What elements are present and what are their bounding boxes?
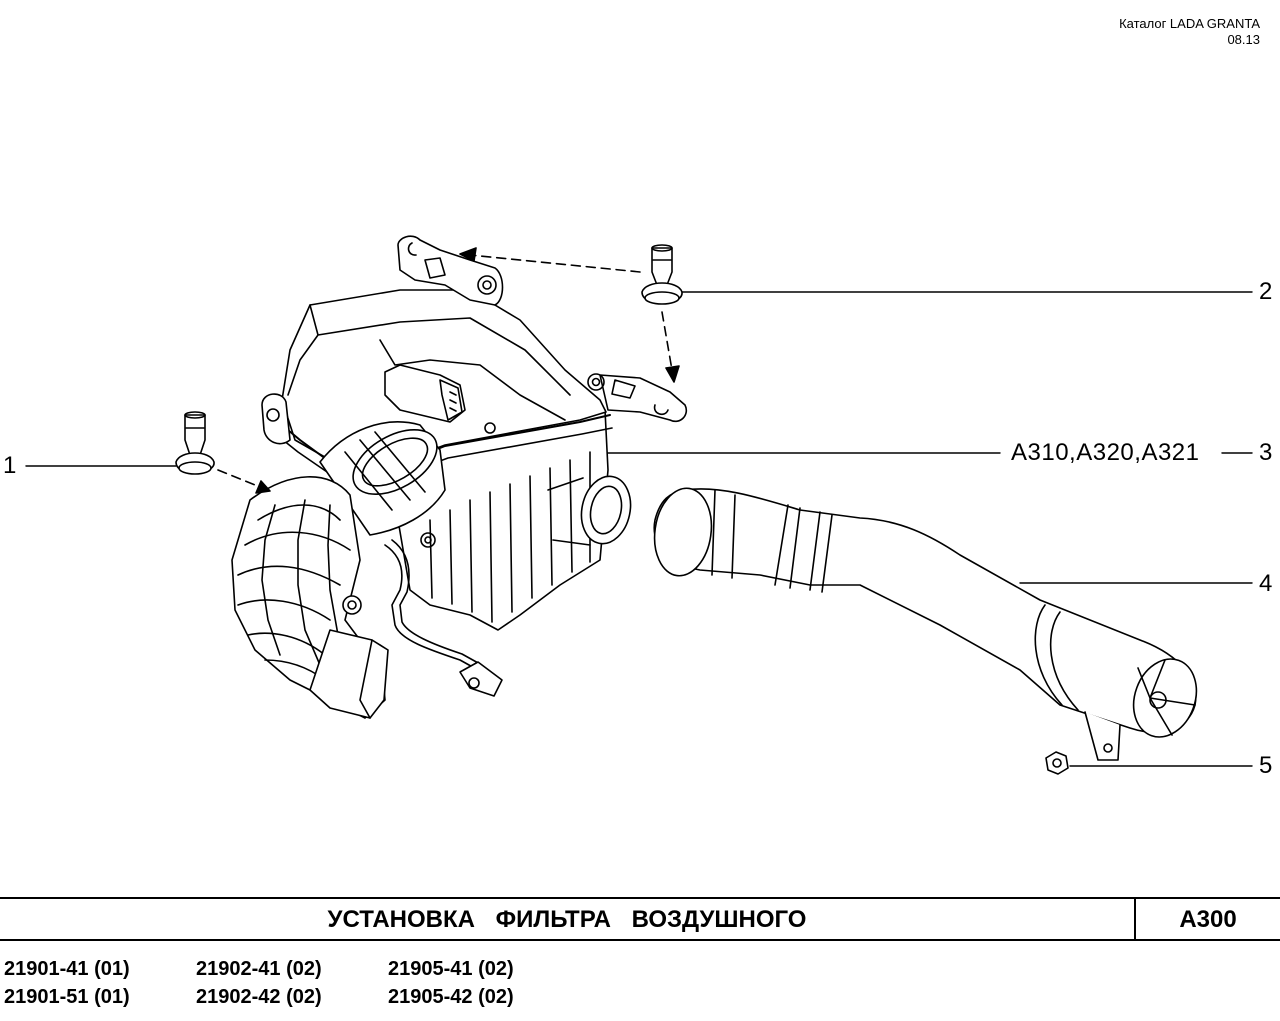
assembly-arrows: [217, 247, 680, 494]
parts-diagram: [25, 235, 1253, 775]
nut: [1045, 751, 1069, 775]
callout-3-ref: A310,A320,A321: [1011, 439, 1200, 466]
model-code: 21905-42 (02): [388, 986, 514, 1008]
catalog-date: 08.13: [1227, 32, 1260, 47]
callout-5: 5: [1259, 752, 1273, 779]
mount-pin-top: [641, 244, 683, 305]
callout-1: 1: [3, 452, 17, 479]
title-bar: УСТАНОВКА ФИЛЬТРА ВОЗДУШНОГО A300: [0, 897, 1280, 941]
model-code: 21902-41 (02): [196, 958, 322, 980]
callout-3: 3: [1259, 439, 1273, 466]
model-code: 21901-41 (01): [4, 958, 130, 980]
model-code: 21901-51 (01): [4, 986, 130, 1008]
air-intake-duct: [653, 487, 1198, 761]
catalog-name: Каталог LADA GRANTA: [1119, 16, 1260, 31]
intake-hose: [231, 421, 503, 719]
section-code: A300: [1179, 906, 1237, 933]
leader-lines: [25, 291, 1253, 767]
title-divider: [1134, 899, 1136, 939]
model-code: 21902-42 (02): [196, 986, 322, 1008]
model-code: 21905-41 (02): [388, 958, 514, 980]
page-title: УСТАНОВКА ФИЛЬТРА ВОЗДУШНОГО: [327, 906, 807, 933]
callout-2: 2: [1259, 278, 1273, 305]
callout-4: 4: [1259, 570, 1273, 597]
mount-pin-left: [175, 411, 215, 475]
air-filter-housing: [261, 235, 688, 631]
model-list: 21901-41 (01) 21902-41 (02) 21905-41 (02…: [4, 956, 580, 1010]
catalog-header: Каталог LADA GRANTA 08.13: [1119, 16, 1260, 48]
